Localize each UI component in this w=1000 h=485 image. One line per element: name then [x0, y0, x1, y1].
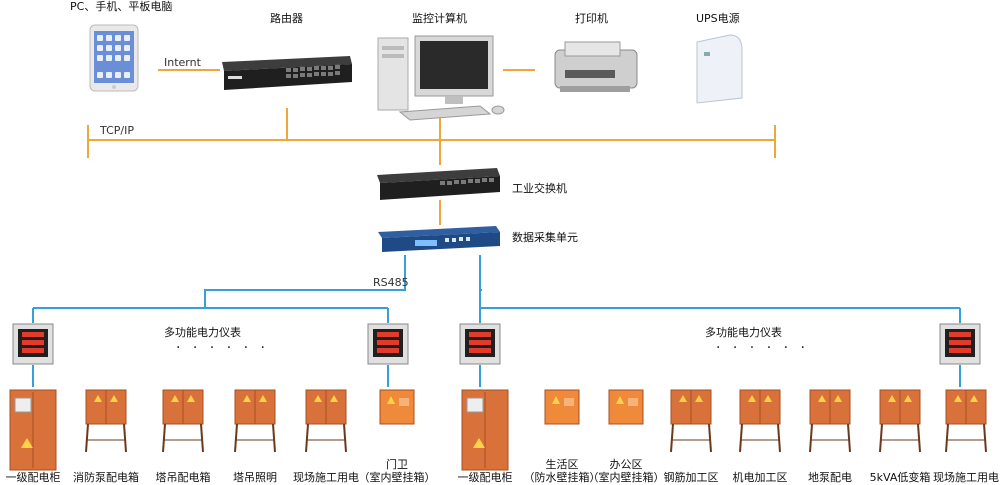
cabinet-icon [879, 389, 921, 453]
tablet-icon [89, 24, 139, 92]
power-meter-icon [12, 323, 54, 365]
power-meter-icon [367, 323, 409, 365]
meter-group-label-left: 多功能电力仪表 [164, 326, 241, 339]
cabinet-icon [544, 389, 580, 425]
data-acquisition-unit-label: 数据采集单元 [512, 231, 578, 244]
cabinet-label: 钢筋加工区 [663, 471, 719, 484]
cabinet-label: 消防泵配电箱 [73, 471, 139, 484]
tcpip-label: TCP/IP [100, 124, 134, 137]
router-icon [222, 56, 352, 90]
cabinet-icon [9, 389, 57, 471]
cabinet-icon [945, 389, 987, 453]
cabinet-label: 现场施工用电 [933, 471, 999, 484]
cabinet-label: 机电加工区 [732, 471, 788, 484]
ups-icon [696, 34, 743, 104]
cabinet-icon [85, 389, 127, 453]
cabinet-label: 办公区 [609, 458, 643, 471]
cabinet-label: 塔吊照明 [233, 471, 277, 484]
ellipsis-right: · · · · · · [716, 340, 809, 356]
rs485-left-stem [204, 255, 406, 308]
power-meter-icon [459, 323, 501, 365]
printer-label: 打印机 [575, 12, 608, 25]
rs485-wiring [32, 255, 961, 387]
cabinet-icon [305, 389, 347, 453]
cabinet-label: 门卫 [386, 458, 408, 471]
cabinet-icon [379, 389, 415, 425]
cabinet-label: 塔吊配电箱 [155, 471, 211, 484]
data-acquisition-unit-icon [378, 226, 500, 252]
cabinet-label: 生活区 [545, 458, 579, 471]
cabinet-label: 地泵配电 [808, 471, 852, 484]
rs485-label: RS485 [373, 276, 409, 289]
cabinet-label: 现场施工用电 [293, 471, 359, 484]
router-label: 路由器 [270, 12, 303, 25]
cabinet-icon [809, 389, 851, 453]
distribution-cabinets [9, 389, 987, 471]
cabinet-sublabel: （室内壁挂箱） [358, 471, 436, 484]
cabinet-icon [608, 389, 644, 425]
industrial-switch-icon [377, 168, 500, 200]
monitor-computer-icon [377, 35, 505, 121]
ellipsis-left: · · · · · · [176, 340, 269, 356]
power-meters [12, 323, 981, 365]
rs485-right-stem [479, 255, 482, 291]
monitor-pc-label: 监控计算机 [412, 12, 467, 25]
printer-icon [554, 41, 638, 92]
ethernet-wiring [87, 69, 776, 225]
meter-group-label-right: 多功能电力仪表 [705, 326, 782, 339]
cabinet-label: 一级配电柜 [5, 471, 61, 484]
cabinet-icon [234, 389, 276, 453]
power-meter-icon [939, 323, 981, 365]
internet-link-label: Internt [164, 56, 201, 69]
cabinet-label: 5kVA低变箱 [869, 471, 931, 484]
cabinet-icon [162, 389, 204, 453]
cabinet-icon [670, 389, 712, 453]
cabinet-icon [739, 389, 781, 453]
ups-label: UPS电源 [696, 12, 740, 25]
cabinet-sublabel: （防水壁挂箱） [523, 471, 601, 484]
tablet-label: PC、手机、平板电脑 [70, 0, 173, 13]
industrial-switch-label: 工业交换机 [512, 182, 567, 195]
cabinet-sublabel: （室内壁挂箱） [587, 471, 665, 484]
cabinet-icon [461, 389, 509, 471]
cabinet-label: 一级配电柜 [457, 471, 513, 484]
